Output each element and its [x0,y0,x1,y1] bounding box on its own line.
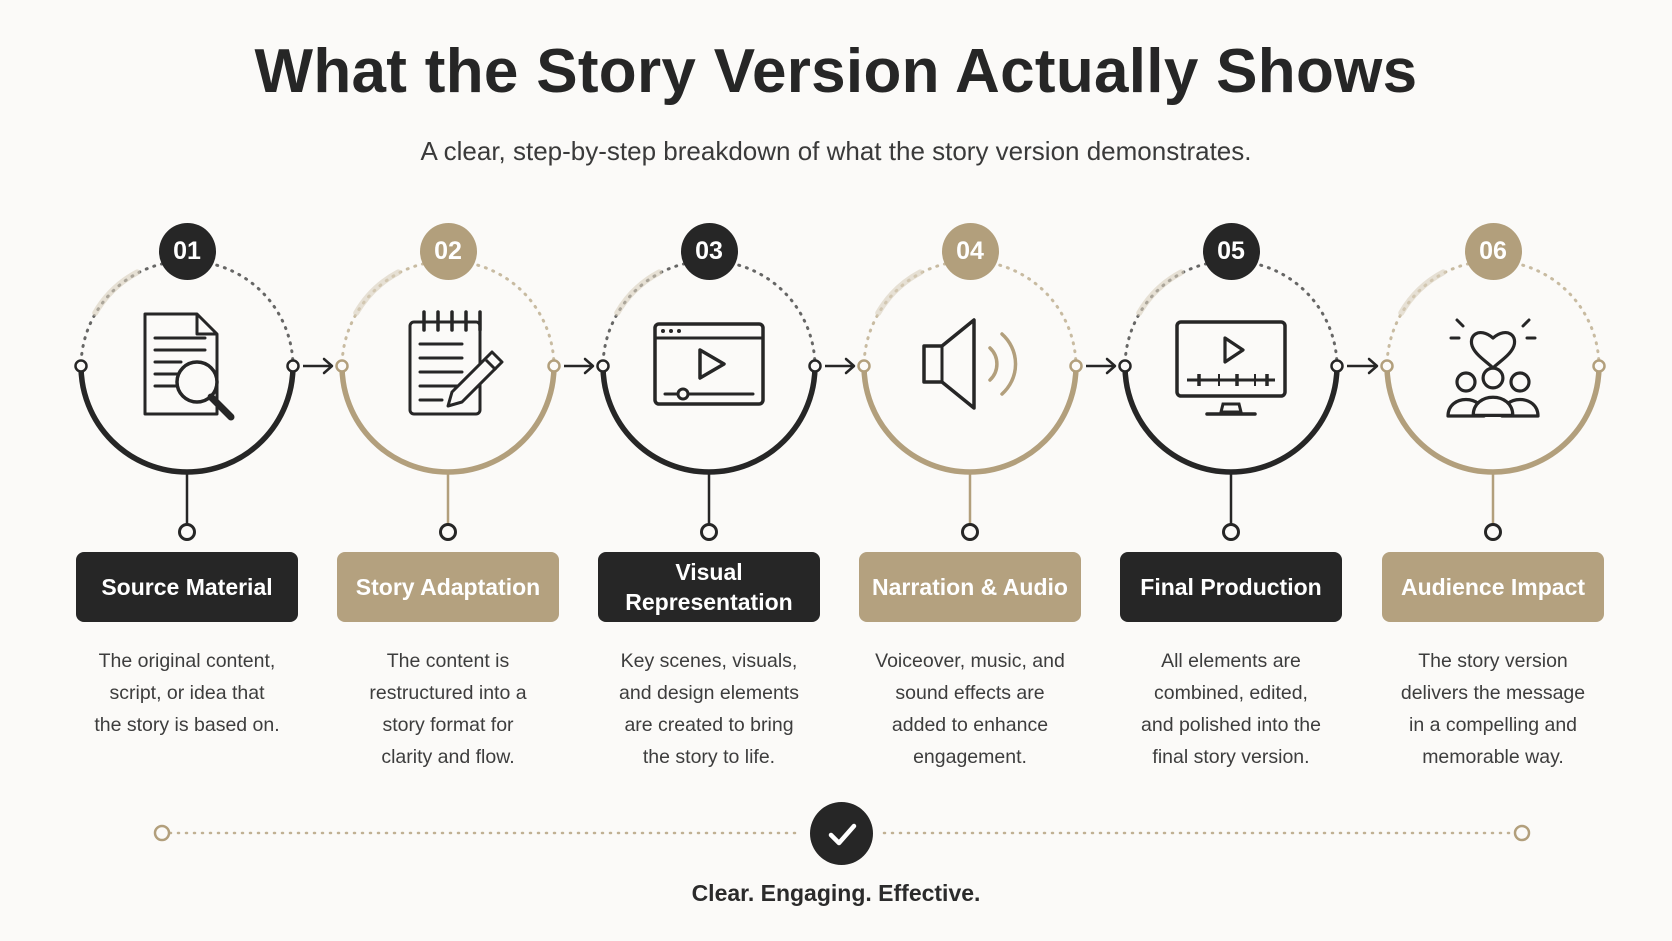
checkmark-icon [828,823,856,845]
step-description-line: and polished into the [1141,714,1321,736]
monitor-editing-icon [1175,320,1287,416]
step-description: All elements are combined, edited, and pol… [1116,645,1346,773]
step-description-line: the story to life. [642,746,776,768]
step-description-line: the story is based on. [94,714,280,736]
step-description-line: The original content, [98,650,276,672]
audience-heart-icon [1446,318,1540,418]
speaker-icon [922,318,1018,410]
step-description-line: engagement. [913,746,1027,768]
step-number-badge: 03 [680,223,738,280]
step-label: Audience Impact [1382,552,1604,622]
step-description: The story version delivers the message in … [1378,645,1608,773]
step-number-badge: 01 [158,223,216,280]
step-label: Source Material [76,552,298,622]
step-number-badge: 04 [941,223,999,280]
arrow-connector [1347,357,1379,375]
step-description-line: All elements are [1161,650,1301,672]
step-label: Story Adaptation [337,552,559,622]
step-description-line: memorable way. [1422,746,1564,768]
page-title: What the Story Version Actually Shows [254,37,1418,106]
step-description-line: Voiceover, music, and [875,650,1065,672]
step-description-line: The story version [1418,650,1568,672]
tagline: Clear. Engaging. Effective. [691,880,981,906]
step-description-line: script, or idea that [109,682,265,704]
step-description-line: restructured into a [369,682,527,704]
step-ring-04 [857,259,1083,541]
step-description-line: and design elements [619,682,799,704]
bottom-timeline [153,824,1531,842]
checkmark-badge [810,802,873,865]
step-description-line: The content is [386,650,510,672]
step-ring-05 [1118,259,1344,541]
video-player-icon [653,322,765,406]
step-description-line: are created to bring [624,714,794,736]
arrow-connector [825,357,856,375]
step-number-badge: 02 [419,223,477,280]
arrow-connector [1086,357,1117,375]
step-number-badge: 05 [1202,223,1260,280]
step-ring-03 [596,259,822,541]
step-description-line: delivers the message [1400,682,1586,704]
step-description-line: clarity and flow. [381,746,515,768]
step-description-line: combined, edited, [1154,682,1308,704]
step-description-line: in a compelling and [1408,714,1578,736]
step-description: Voiceover, music, and sound effects are ad… [855,645,1085,773]
step-label: Final Production [1120,552,1342,622]
step-description-line: added to enhance [891,714,1049,736]
step-label: Narration & Audio [859,552,1081,622]
step-description-line: final story version. [1152,746,1310,768]
step-label: Visual Representation [598,552,820,622]
step-description-line: sound effects are [895,682,1045,704]
step-ring-02 [335,259,561,541]
page-subtitle: A clear, step-by-step breakdown of what … [420,136,1252,166]
arrow-connector [564,357,595,375]
document-search-icon [143,312,235,421]
notepad-pencil-icon [408,310,504,416]
step-number-badge: 06 [1464,223,1522,280]
step-description-line: Key scenes, visuals, [620,650,798,672]
step-description-line: story format for [382,714,514,736]
step-description: The original content, script, or idea tha… [72,645,302,741]
step-description: The content is restructured into a story f… [333,645,563,773]
step-description: Key scenes, visuals, and design elements a… [594,645,824,773]
arrow-connector [303,357,334,375]
